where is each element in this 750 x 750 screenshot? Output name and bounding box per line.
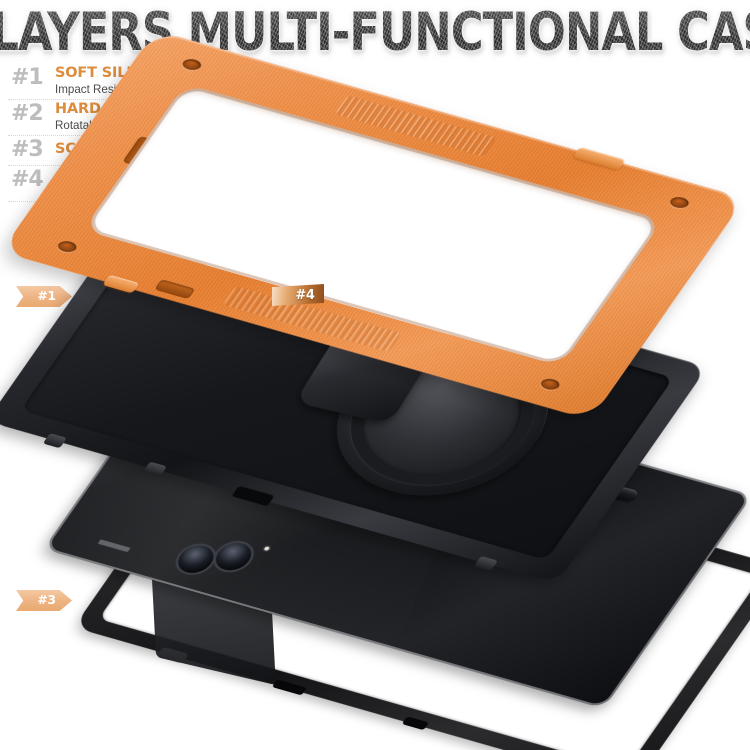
- layer-marker-3: #3: [16, 590, 72, 611]
- silicone-screw-hole-2: [667, 195, 692, 210]
- feature-number-1: #1: [11, 65, 44, 90]
- layer-marker-3-label: #3: [37, 592, 56, 608]
- callout-marker-4-label: #4: [295, 287, 315, 303]
- silicone-screw-hole-1: [180, 57, 204, 72]
- silicone-port-a: [154, 279, 196, 300]
- title-bar: 3 LAYERS MULTI-FUNCTIONAL CASE: [0, 4, 750, 62]
- feature-number-3: #3: [11, 137, 44, 162]
- feature-number-4: #4: [11, 167, 44, 192]
- silicone-screw-hole-3: [55, 239, 79, 254]
- feature-number-2: #2: [11, 101, 44, 126]
- callout-marker-4: #4: [272, 284, 324, 306]
- layer-marker-1-label: #1: [37, 288, 56, 304]
- silicone-screw-hole-4: [538, 377, 562, 392]
- layer-marker-1: #1: [16, 286, 72, 307]
- page-title: 3 LAYERS MULTI-FUNCTIONAL CASE: [0, 6, 750, 60]
